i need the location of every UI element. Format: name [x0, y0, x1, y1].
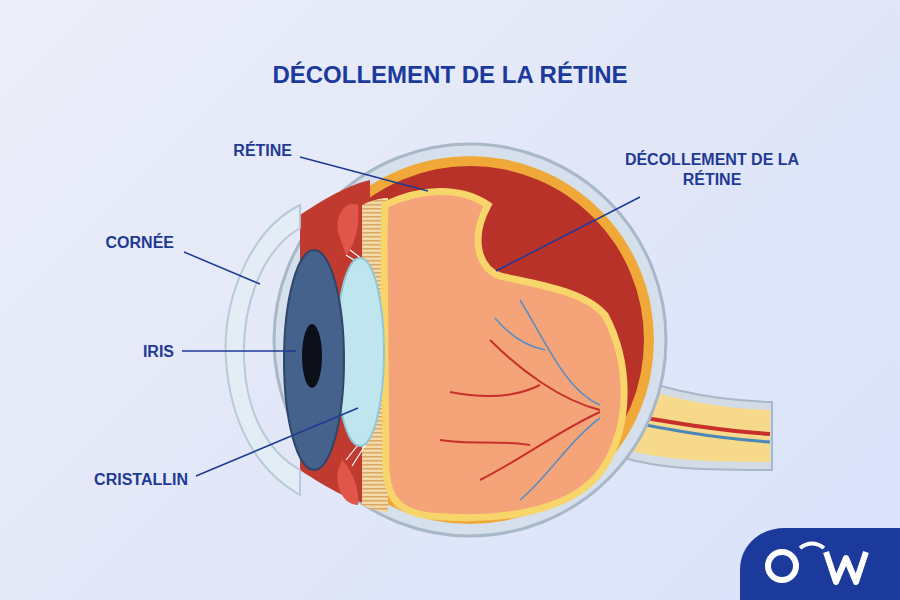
pupil [302, 324, 322, 388]
logo-mark [800, 544, 824, 549]
sclera [274, 144, 666, 536]
retinal-veins [495, 300, 600, 500]
part-label: CORNÉE [54, 233, 174, 253]
vitreous-retina [384, 191, 624, 517]
leader-lines [182, 157, 640, 476]
logo-badge [740, 528, 900, 600]
part-label: DÉCOLLEMENT DE LA RÉTINE [617, 150, 807, 190]
ciliary-body [337, 460, 358, 505]
part-label: IRIS [54, 342, 174, 362]
cornea [226, 205, 300, 495]
logo-mark [826, 552, 866, 582]
ciliary-body [337, 204, 358, 255]
iris [284, 250, 344, 470]
logo-mark [768, 552, 796, 580]
part-label: RÉTINE [172, 141, 292, 161]
part-label: CRISTALLIN [38, 470, 188, 490]
retinal-arteries [440, 340, 600, 480]
diagram-title: DÉCOLLEMENT DE LA RÉTINE [150, 60, 750, 90]
